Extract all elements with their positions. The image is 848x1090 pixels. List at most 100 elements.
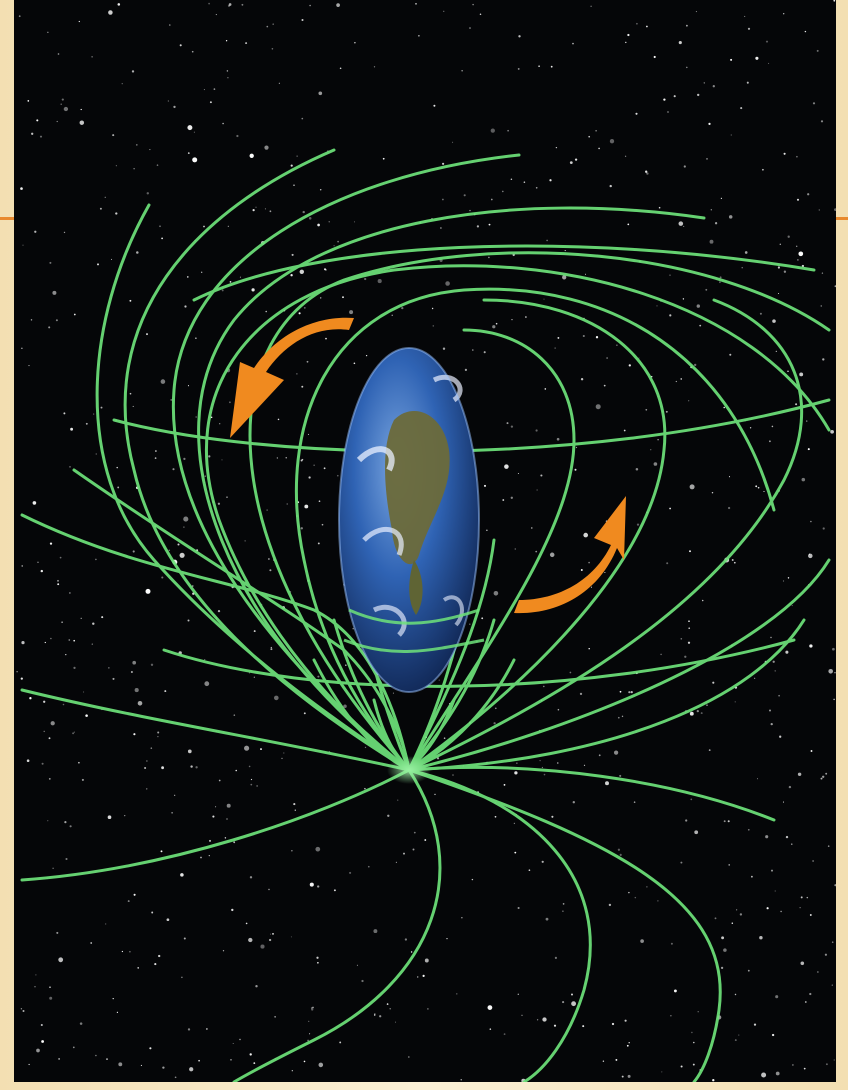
- star: [619, 690, 622, 693]
- star: [746, 81, 749, 84]
- star: [487, 1005, 493, 1010]
- star: [248, 937, 253, 943]
- star: [231, 908, 234, 912]
- star: [407, 1056, 410, 1058]
- star: [150, 747, 153, 749]
- star: [623, 429, 626, 432]
- star: [535, 550, 538, 553]
- star: [494, 707, 497, 710]
- star: [80, 108, 82, 111]
- star: [753, 1023, 757, 1026]
- star: [298, 312, 301, 315]
- star: [608, 903, 612, 907]
- star: [598, 147, 600, 150]
- star: [249, 153, 254, 158]
- star: [739, 913, 743, 916]
- star: [166, 918, 170, 922]
- star: [721, 936, 725, 940]
- star: [48, 778, 51, 780]
- star: [471, 349, 474, 351]
- star: [580, 378, 584, 381]
- star: [769, 440, 771, 443]
- star: [133, 893, 136, 896]
- star: [536, 1019, 539, 1021]
- star: [20, 677, 23, 680]
- star: [684, 655, 687, 658]
- star: [657, 900, 659, 902]
- star: [452, 141, 454, 143]
- star: [483, 484, 487, 487]
- star: [562, 910, 564, 913]
- star: [720, 966, 724, 970]
- star: [73, 666, 76, 670]
- star: [734, 993, 737, 996]
- star: [727, 820, 730, 823]
- star: [303, 712, 306, 715]
- star: [691, 1031, 693, 1034]
- star: [820, 305, 822, 307]
- star: [783, 270, 787, 273]
- star: [56, 120, 58, 123]
- star: [271, 48, 274, 50]
- star: [79, 1022, 83, 1025]
- star: [824, 953, 828, 956]
- star: [226, 818, 228, 820]
- star: [48, 737, 51, 740]
- star: [255, 985, 258, 988]
- star: [546, 239, 548, 242]
- star: [728, 476, 731, 478]
- star: [595, 404, 601, 410]
- star: [712, 85, 715, 88]
- star: [41, 762, 44, 765]
- star: [260, 944, 265, 949]
- star: [174, 1076, 177, 1079]
- star: [52, 290, 57, 295]
- star: [281, 757, 283, 760]
- star: [545, 917, 549, 921]
- star: [319, 188, 322, 191]
- star: [373, 1014, 376, 1016]
- star: [714, 917, 717, 920]
- star: [697, 93, 700, 97]
- star: [472, 3, 474, 6]
- star: [187, 125, 193, 131]
- star: [233, 841, 236, 844]
- star: [619, 853, 622, 856]
- star: [436, 757, 440, 760]
- star: [391, 314, 393, 316]
- star: [296, 373, 298, 375]
- star: [356, 964, 358, 966]
- star: [397, 799, 399, 801]
- star: [549, 179, 552, 182]
- star: [688, 620, 690, 623]
- star: [711, 491, 714, 494]
- star: [476, 225, 480, 228]
- star: [169, 24, 171, 26]
- star: [62, 703, 65, 706]
- star: [443, 737, 446, 739]
- star: [227, 76, 229, 79]
- star: [131, 70, 135, 73]
- star: [377, 279, 382, 284]
- star: [584, 273, 587, 275]
- star: [822, 527, 825, 530]
- star: [150, 663, 154, 666]
- star: [603, 384, 606, 387]
- star: [203, 89, 205, 91]
- star: [494, 815, 497, 818]
- star: [673, 95, 676, 98]
- star: [741, 267, 743, 269]
- star: [201, 271, 203, 273]
- star: [678, 221, 684, 226]
- star: [249, 876, 253, 879]
- star: [782, 580, 785, 582]
- star: [469, 623, 471, 625]
- star: [624, 155, 627, 157]
- star: [308, 1020, 310, 1023]
- star: [55, 319, 58, 322]
- star: [590, 5, 592, 7]
- star: [232, 1043, 234, 1044]
- star: [204, 658, 206, 661]
- star: [253, 676, 255, 678]
- star: [104, 196, 106, 198]
